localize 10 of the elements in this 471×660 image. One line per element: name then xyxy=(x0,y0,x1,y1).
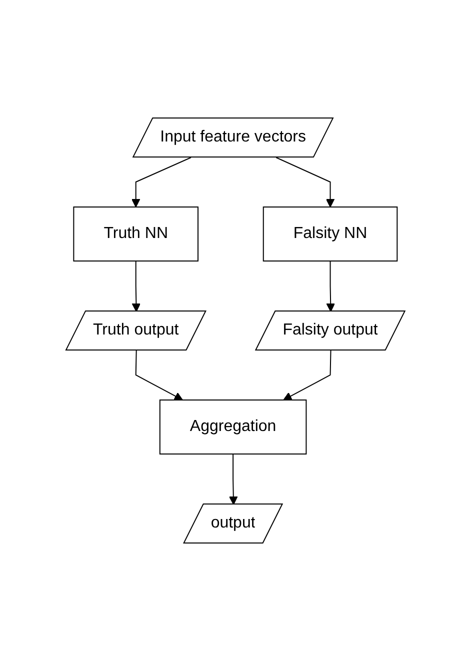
arrow xyxy=(132,260,141,312)
node-box: Falsity NN xyxy=(262,206,398,261)
arrow xyxy=(132,156,192,207)
arrow xyxy=(229,453,238,504)
arrow xyxy=(326,260,336,312)
arrow xyxy=(276,156,335,207)
arrow xyxy=(283,350,332,400)
node-box: Truth NN xyxy=(73,206,199,261)
node-box: Aggregation xyxy=(159,399,307,454)
arrow xyxy=(135,350,184,400)
